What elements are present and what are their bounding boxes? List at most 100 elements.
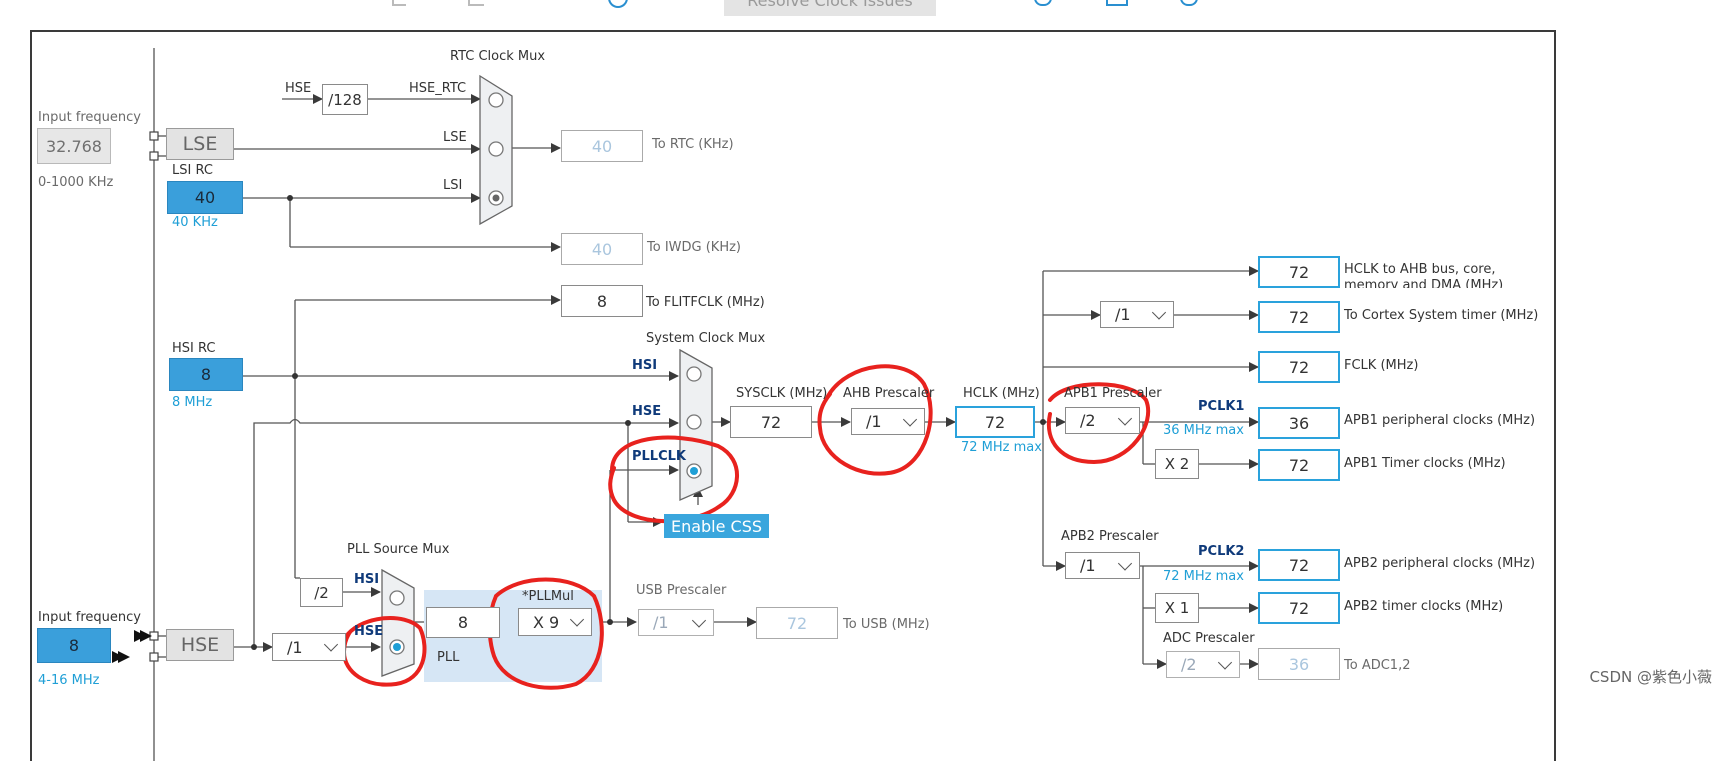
chevron-down-icon xyxy=(1117,555,1133,571)
sysmux-hse-label: HSE xyxy=(632,404,662,419)
hclk-ahb-output-value[interactable]: 72 xyxy=(1258,256,1340,288)
enable-css-button[interactable]: Enable CSS xyxy=(664,514,769,538)
sysclk-label: SYSCLK (MHz) xyxy=(736,386,828,401)
ahb-prescaler-label: AHB Prescaler xyxy=(843,386,935,401)
usb-prescaler-value: /1 xyxy=(653,613,669,632)
hsi-rc-value[interactable]: 8 xyxy=(169,358,243,391)
fclk-output-value[interactable]: 72 xyxy=(1258,351,1340,383)
usb-output-label: To USB (MHz) xyxy=(843,617,930,632)
chevron-down-icon xyxy=(691,612,707,628)
apb1-prescaler-select[interactable]: /2 xyxy=(1065,407,1140,434)
lse-input-frequency-field[interactable]: 32.768 xyxy=(37,128,111,164)
pll-label: PLL xyxy=(437,650,460,665)
lsi-rc-value[interactable]: 40 xyxy=(167,181,243,214)
cortex-timer-output-label: To Cortex System timer (MHz) xyxy=(1344,308,1539,323)
toolbar-icon-2[interactable] xyxy=(468,0,484,6)
watermark: CSDN @紫色小薇 xyxy=(1589,668,1712,686)
system-clock-mux-title: System Clock Mux xyxy=(646,331,766,346)
pll-source-mux-title: PLL Source Mux xyxy=(347,542,450,557)
ahb-prescaler-value: /1 xyxy=(866,412,882,431)
apb2-peripheral-output-value[interactable]: 72 xyxy=(1258,549,1340,581)
pclk1-max-label: 36 MHz max xyxy=(1163,423,1244,438)
cortex-timer-output-value[interactable]: 72 xyxy=(1258,301,1340,333)
pllsrc-hse-label: HSE xyxy=(354,624,384,639)
cortex-timer-divider-value: /1 xyxy=(1115,305,1131,324)
fit-icon[interactable] xyxy=(1106,0,1128,6)
cortex-timer-divider-select[interactable]: /1 xyxy=(1100,301,1174,328)
hse-input-frequency-field[interactable]: 8 xyxy=(37,628,111,663)
rtc-hse-input-label: HSE xyxy=(285,81,312,96)
rtc-lsi-label: LSI xyxy=(443,178,463,193)
sysmux-hsi-label: HSI xyxy=(632,358,658,373)
usb-output-value: 72 xyxy=(756,607,838,639)
lse-range-label: 0-1000 KHz xyxy=(38,175,114,190)
chevron-down-icon xyxy=(902,411,918,427)
apb2-prescaler-value: /1 xyxy=(1080,556,1096,575)
flitfclk-label: To FLITFCLK (MHz) xyxy=(646,295,765,310)
pllmul-select[interactable]: X 9 xyxy=(518,608,592,636)
hclk-label: HCLK (MHz) xyxy=(963,386,1040,401)
hse-prediv-value: /1 xyxy=(287,637,303,657)
apb2-prescaler-label: APB2 Prescaler xyxy=(1061,529,1159,544)
adc-output-value: 36 xyxy=(1258,648,1340,680)
apb1-prescaler-value: /2 xyxy=(1080,411,1096,430)
chevron-down-icon xyxy=(323,637,339,652)
pllmul-value: X 9 xyxy=(533,612,560,632)
chevron-down-icon xyxy=(1151,304,1167,320)
adc-prescaler-label: ADC Prescaler xyxy=(1163,631,1255,646)
sysmux-pllclk-label: PLLCLK xyxy=(632,449,686,464)
hsi-rc-freq: 8 MHz xyxy=(172,395,213,410)
apb1-peripheral-output-label: APB1 peripheral clocks (MHz) xyxy=(1344,413,1536,428)
iwdg-output-label: To IWDG (KHz) xyxy=(647,240,741,255)
chevron-down-icon xyxy=(1217,654,1233,670)
apb2-prescaler-select[interactable]: /1 xyxy=(1065,552,1140,579)
lsi-rc-label: LSI RC xyxy=(172,163,213,178)
hsi-rc-label: HSI RC xyxy=(172,341,216,356)
pllsrc-hsi-label: HSI xyxy=(354,572,380,587)
rtc-lse-label: LSE xyxy=(443,130,467,145)
adc-output-label: To ADC1,2 xyxy=(1344,658,1411,673)
hclk-value-field[interactable]: 72 xyxy=(955,406,1035,438)
apb2-timer-multiplier: X 1 xyxy=(1155,593,1199,623)
apb2-timer-output-label: APB2 timer clocks (MHz) xyxy=(1344,599,1504,614)
hse-prediv-select[interactable]: /1 xyxy=(272,633,346,661)
sysclk-value: 72 xyxy=(730,406,812,438)
adc-prescaler-select[interactable]: /2 xyxy=(1166,651,1240,678)
apb1-prescaler-label: APB1 Prescaler xyxy=(1064,386,1162,401)
rtc-output-value: 40 xyxy=(561,130,643,162)
hclk-max-label: 72 MHz max xyxy=(961,440,1042,455)
hse-input-frequency-label: Input frequency xyxy=(38,610,141,625)
lsi-rc-freq: 40 KHz xyxy=(172,215,218,230)
lse-source-box[interactable]: LSE xyxy=(166,128,234,160)
apb1-timer-output-value[interactable]: 72 xyxy=(1258,449,1340,481)
hse-range-label: 4-16 MHz xyxy=(38,673,100,688)
rtc-clock-mux-title: RTC Clock Mux xyxy=(450,49,546,64)
toolbar-icon-1[interactable] xyxy=(392,0,406,6)
pclk1-label: PCLK1 xyxy=(1198,399,1245,414)
clock-configuration-canvas xyxy=(30,30,1556,761)
pclk2-label: PCLK2 xyxy=(1198,544,1245,559)
pllmul-label: *PLLMul xyxy=(522,589,574,604)
pll-input-value: 8 xyxy=(426,607,500,638)
hse-source-box[interactable]: HSE xyxy=(166,629,234,661)
hsi-pll-divider: /2 xyxy=(300,578,343,607)
lse-input-frequency-label: Input frequency xyxy=(38,110,141,125)
adc-prescaler-value: /2 xyxy=(1181,655,1197,674)
flitfclk-value: 8 xyxy=(561,285,643,317)
resolve-clock-issues-button[interactable]: Resolve Clock Issues xyxy=(724,0,936,16)
hse-rtc-divider[interactable]: /128 xyxy=(322,84,368,115)
chevron-down-icon xyxy=(1117,410,1133,426)
ahb-prescaler-select[interactable]: /1 xyxy=(851,408,925,435)
usb-prescaler-select[interactable]: /1 xyxy=(638,609,714,636)
iwdg-output-value: 40 xyxy=(561,233,643,265)
usb-prescaler-label: USB Prescaler xyxy=(636,583,727,598)
apb1-peripheral-output-value[interactable]: 36 xyxy=(1258,407,1340,439)
hse-rtc-label: HSE_RTC xyxy=(409,81,467,96)
apb2-timer-output-value[interactable]: 72 xyxy=(1258,592,1340,624)
rtc-output-label: To RTC (KHz) xyxy=(652,137,734,152)
fclk-output-label: FCLK (MHz) xyxy=(1344,358,1419,373)
apb2-peripheral-output-label: APB2 peripheral clocks (MHz) xyxy=(1344,556,1536,571)
apb1-timer-output-label: APB1 Timer clocks (MHz) xyxy=(1344,456,1506,471)
pclk2-max-label: 72 MHz max xyxy=(1163,569,1244,584)
